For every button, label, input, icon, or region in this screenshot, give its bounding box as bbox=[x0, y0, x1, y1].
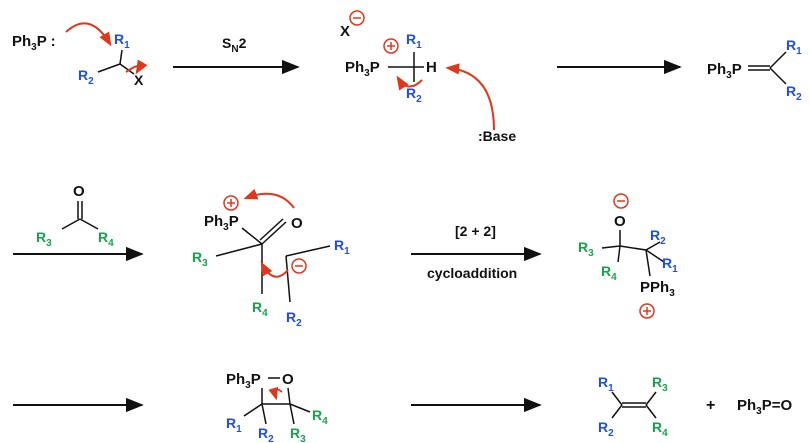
phosphine-oxide-label: Ph3P=O bbox=[737, 397, 792, 417]
r4-label: R4 bbox=[252, 299, 268, 319]
o-label: O bbox=[614, 213, 626, 230]
pph3-label: PPh3 bbox=[640, 279, 675, 299]
r3-label: R3 bbox=[36, 229, 52, 249]
o-label: O bbox=[291, 215, 303, 232]
r2-label: R2 bbox=[258, 425, 274, 443]
row3-oxaphosphetane: Ph3P O R1 R2 R3 R4 bbox=[226, 371, 328, 443]
curved-arrow-icon bbox=[243, 188, 295, 209]
plus-charge-icon bbox=[223, 195, 239, 211]
r3-label: R3 bbox=[578, 239, 594, 259]
minus-charge-icon bbox=[349, 10, 365, 26]
r4-label: R4 bbox=[98, 229, 114, 249]
row2-betaine-attack: Ph3P O R3 R4 R1 R2 bbox=[192, 188, 350, 329]
r3-label: R3 bbox=[192, 249, 208, 269]
curved-arrow-icon bbox=[65, 22, 112, 47]
o-label: O bbox=[282, 371, 294, 388]
carbonyl-o: O bbox=[73, 183, 85, 200]
r1-label: R1 bbox=[598, 374, 614, 394]
minus-charge-icon bbox=[613, 193, 629, 209]
x-anion-label: X bbox=[340, 23, 350, 40]
r4-label: R4 bbox=[312, 407, 328, 427]
r2-label: R2 bbox=[786, 83, 802, 103]
minus-charge-icon bbox=[291, 258, 307, 274]
r1-label: R1 bbox=[406, 31, 422, 51]
sn2-label: SN2 bbox=[222, 35, 247, 55]
plus-charge-icon bbox=[639, 303, 655, 319]
h-label: H bbox=[426, 59, 437, 76]
row1-reactants: Ph3P : R1 R2 X bbox=[12, 22, 148, 88]
triphenylphosphine-label: Ph3P : bbox=[12, 33, 56, 53]
curved-arrow-icon bbox=[445, 63, 495, 131]
r2-label: R2 bbox=[598, 419, 614, 439]
r2-label: R2 bbox=[406, 85, 422, 105]
r3-label: R3 bbox=[290, 425, 306, 443]
curved-arrow-icon bbox=[396, 75, 423, 91]
r1-label: R1 bbox=[114, 31, 130, 51]
r4-label: R4 bbox=[652, 419, 668, 439]
r1-label: R1 bbox=[662, 255, 678, 275]
curved-arrow-icon bbox=[125, 59, 148, 75]
r2-label: R2 bbox=[78, 67, 94, 87]
r2-label: R2 bbox=[650, 227, 666, 247]
row1-ylide: Ph3P R1 R2 bbox=[707, 37, 802, 103]
ylide-label: Ph3P bbox=[707, 61, 742, 81]
row2-carbonyl: O R3 R4 bbox=[36, 183, 114, 249]
r1-label: R1 bbox=[334, 237, 350, 257]
ph3p-label: Ph3P bbox=[204, 213, 239, 233]
oxaphosphetane-label: Ph3P bbox=[226, 371, 261, 391]
curved-arrow-icon bbox=[268, 386, 283, 401]
sn2-step: SN2 bbox=[173, 35, 300, 75]
row3-alkene: R1 R2 R3 R4 bbox=[598, 374, 668, 439]
r4-label: R4 bbox=[601, 263, 617, 283]
r1-label: R1 bbox=[786, 37, 802, 57]
step-label-bottom: cycloaddition bbox=[427, 265, 517, 281]
plus-charge-icon bbox=[383, 38, 399, 54]
ph3p-label: Ph3P bbox=[345, 59, 380, 79]
r3-label: R3 bbox=[652, 374, 668, 394]
base-label: :Base bbox=[478, 128, 516, 144]
cycloaddition-step: [2 + 2] cycloaddition bbox=[411, 223, 542, 281]
r2-label: R2 bbox=[286, 309, 302, 329]
row1-phosphonium: X Ph3P R1 R2 H :Base bbox=[340, 10, 516, 144]
step-label-top: [2 + 2] bbox=[455, 223, 496, 239]
leaving-group-x: X bbox=[134, 72, 144, 88]
plus-sign: + bbox=[706, 397, 715, 414]
row2-betaine: O R3 R4 R2 R1 PPh3 bbox=[578, 193, 678, 319]
r1-label: R1 bbox=[226, 415, 242, 435]
curved-arrow-icon bbox=[260, 261, 289, 278]
